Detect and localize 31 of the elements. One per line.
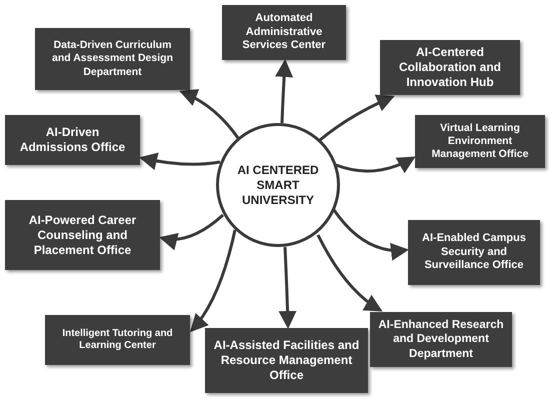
department-name: AI-Enabled Campus Security and Surveillance Office — [421, 232, 527, 274]
arrow — [139, 152, 220, 170]
department-box — [35, 28, 190, 90]
department-box — [45, 315, 190, 365]
department-box — [5, 200, 160, 270]
department-box — [205, 328, 368, 393]
arrow — [336, 156, 416, 174]
arrow — [179, 90, 240, 139]
department-name: Virtual Learning Environment Management Office — [430, 122, 530, 162]
department-name: AI-Centered Collaboration and Innovation Hub — [398, 45, 502, 90]
arrow — [275, 59, 294, 124]
department-name: Automated Administrative Services Center — [241, 12, 327, 54]
arrow — [319, 94, 395, 142]
department-name: AI-Powered Career Counseling and Placement Office — [28, 212, 138, 258]
center-title: AI CENTERED SMART UNIVERSITY — [236, 162, 320, 208]
department-name: Intelligent Tutoring and Learning Center — [61, 328, 174, 352]
arrow — [190, 230, 236, 332]
department-box — [380, 40, 520, 95]
department-box — [222, 5, 346, 60]
department-name: AI-Assisted Facilities and Resource Management Office — [213, 338, 360, 383]
department-name: AI-Driven Admissions Office — [18, 125, 126, 155]
arrow — [159, 214, 224, 250]
department-box — [408, 220, 540, 285]
department-name: Data-Driven Curriculum and Assessment Design Department — [51, 39, 174, 79]
arrow — [316, 234, 383, 312]
department-box — [370, 312, 512, 367]
department-name: AI-Enhanced Research and Development Department — [378, 318, 504, 362]
department-box — [415, 115, 545, 168]
department-box — [5, 115, 140, 165]
arrow — [278, 246, 297, 329]
arrow — [332, 209, 409, 260]
